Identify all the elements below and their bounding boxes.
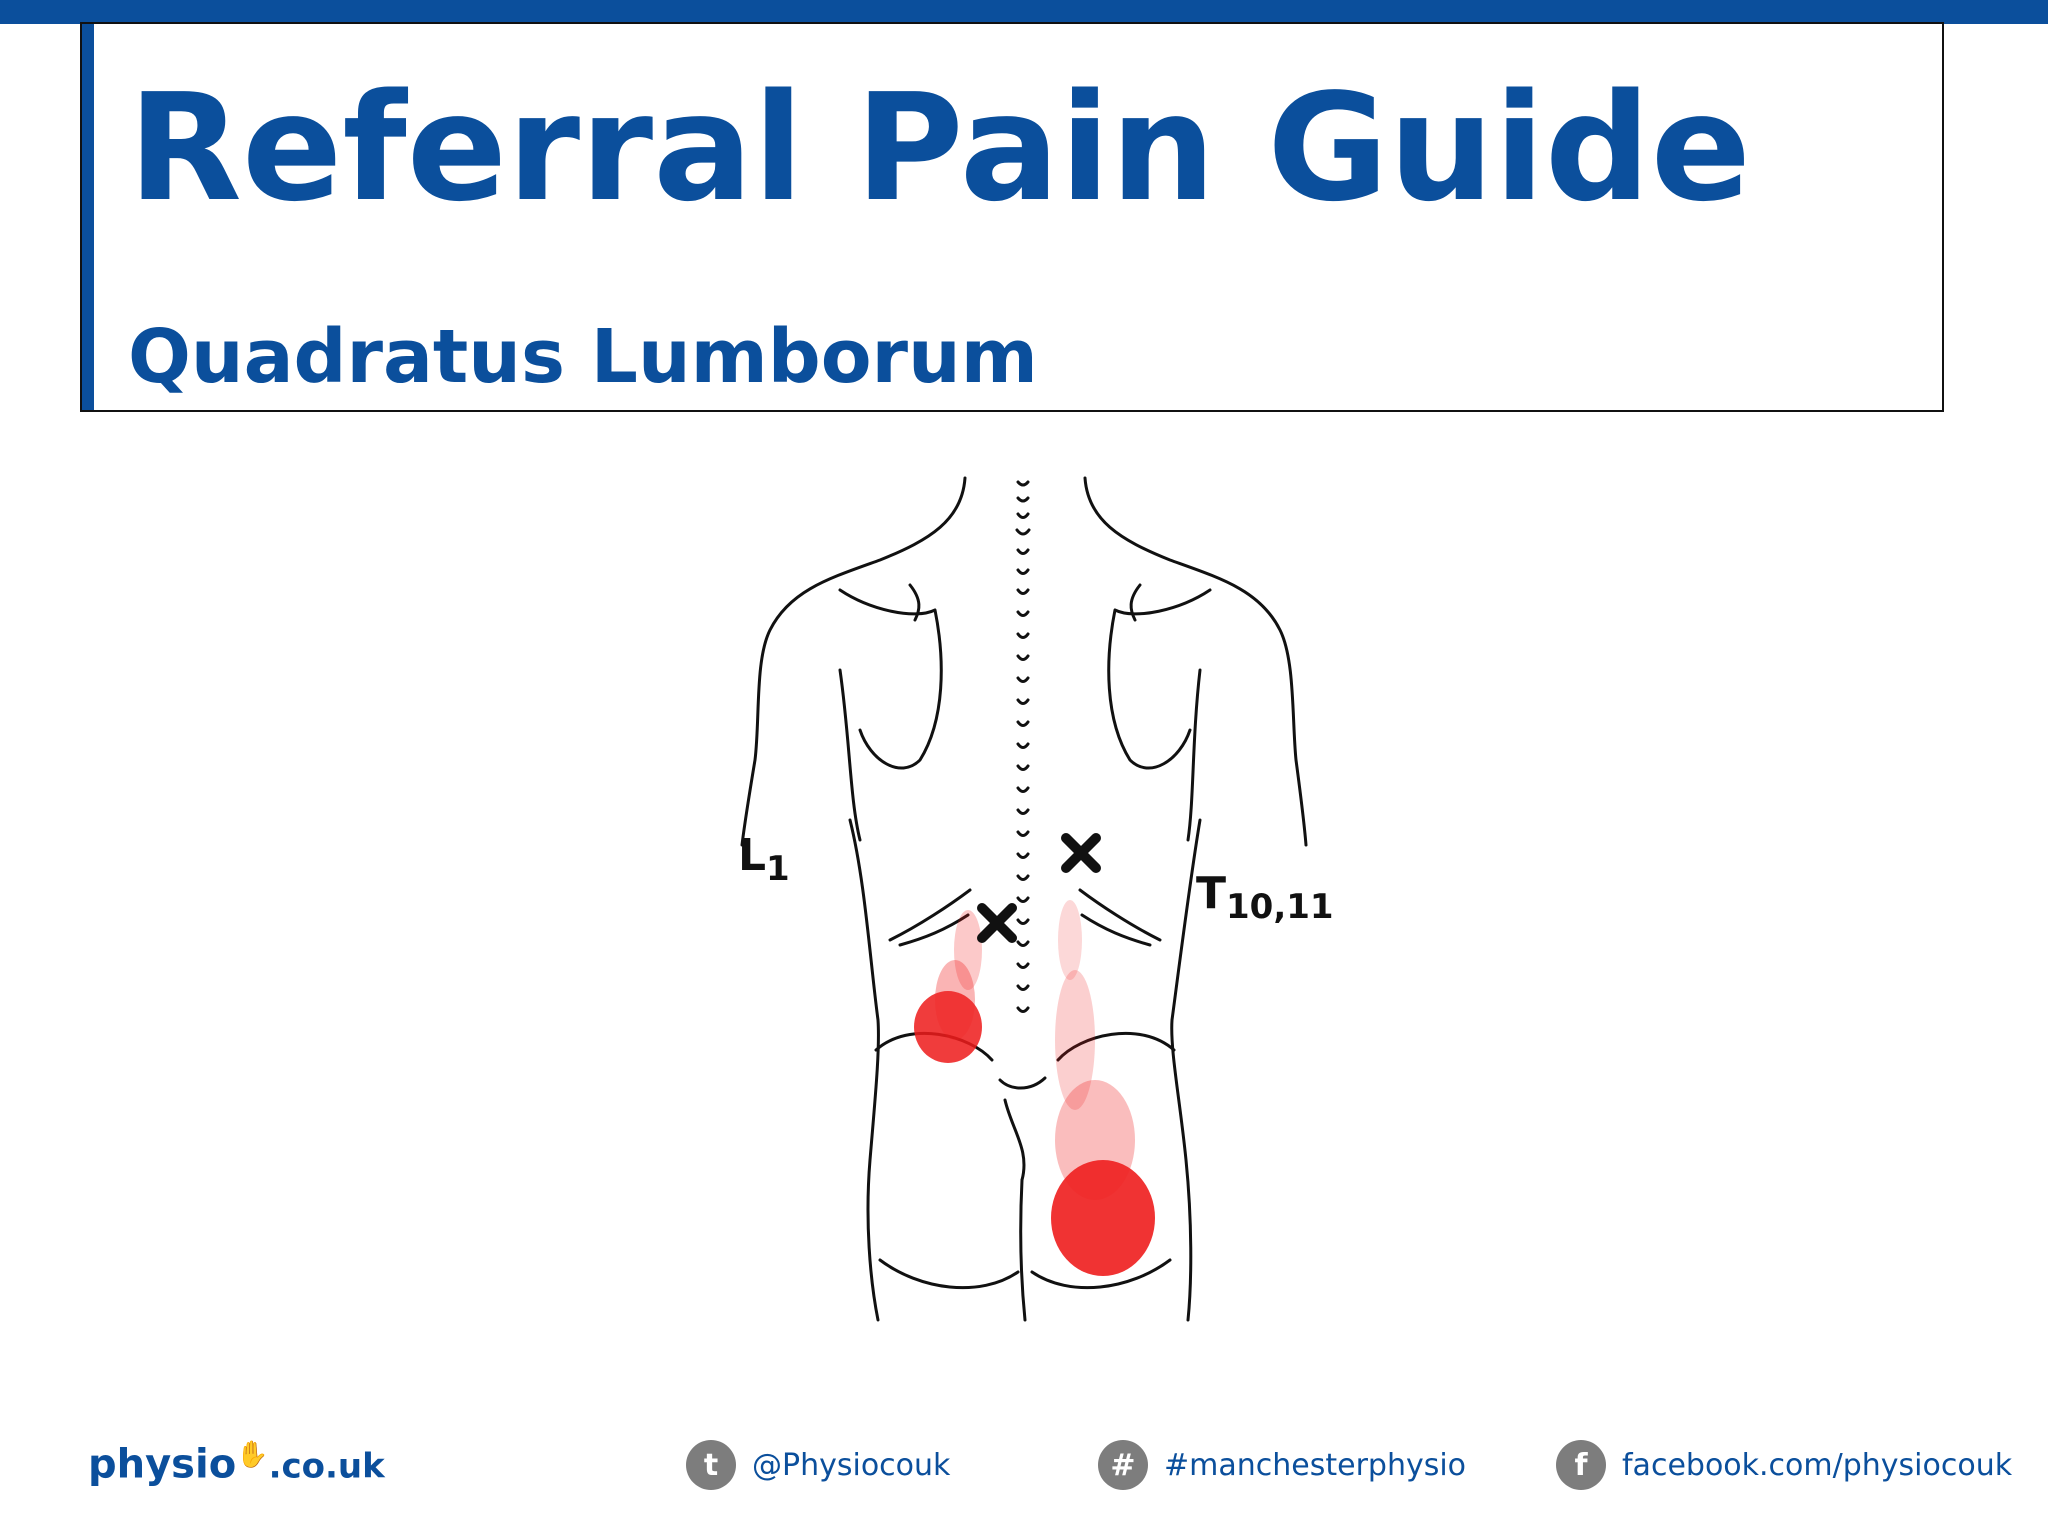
page-title: Referral Pain Guide <box>128 62 1752 234</box>
label-l1: L1 <box>738 830 790 889</box>
left-neck-shoulder-outline <box>740 476 967 847</box>
left-scapula <box>838 588 943 770</box>
left-torso-outline <box>848 818 880 1322</box>
right-buttock <box>1056 1031 1176 1062</box>
trigger-point-x-upper <box>1061 833 1101 873</box>
title-box: Referral Pain Guide Quadratus Lumborum <box>80 22 1944 412</box>
right-scapula <box>1107 588 1212 770</box>
right-torso-outline <box>1170 818 1202 1322</box>
hashtag-text: #manchesterphysio <box>1164 1447 1467 1483</box>
label-t10-11: T10,11 <box>1196 868 1334 927</box>
facebook-link[interactable]: f facebook.com/physiocouk <box>1556 1438 2012 1492</box>
page-subtitle: Quadratus Lumborum <box>128 314 1038 400</box>
top-bar <box>0 0 2048 24</box>
twitter-handle: @Physiocouk <box>752 1447 951 1483</box>
hashtag-link[interactable]: # #manchesterphysio <box>1098 1438 1466 1492</box>
twitter-icon: t <box>686 1440 736 1490</box>
trigger-point-x-lower <box>977 903 1017 943</box>
twitter-link[interactable]: t @Physiocouk <box>686 1438 950 1492</box>
facebook-url: facebook.com/physiocouk <box>1622 1447 2013 1483</box>
right-neck-shoulder-outline <box>1083 476 1308 847</box>
pain-zone-right-buttock <box>1051 900 1155 1276</box>
spine-vertebrae <box>1015 480 1031 1013</box>
hashtag-icon: # <box>1098 1440 1148 1490</box>
physio-logo[interactable]: physio✋.co.uk <box>88 1440 385 1488</box>
trigger-point-marks <box>977 833 1101 943</box>
back-body-illustration <box>740 476 1308 1322</box>
title-accent-bar <box>82 24 94 410</box>
footer: physio✋.co.uk t @Physiocouk # #mancheste… <box>0 1420 2048 1510</box>
pain-zone-left-hip <box>914 910 982 1063</box>
hand-icon: ✋ <box>236 1440 269 1470</box>
facebook-icon: f <box>1556 1440 1606 1490</box>
